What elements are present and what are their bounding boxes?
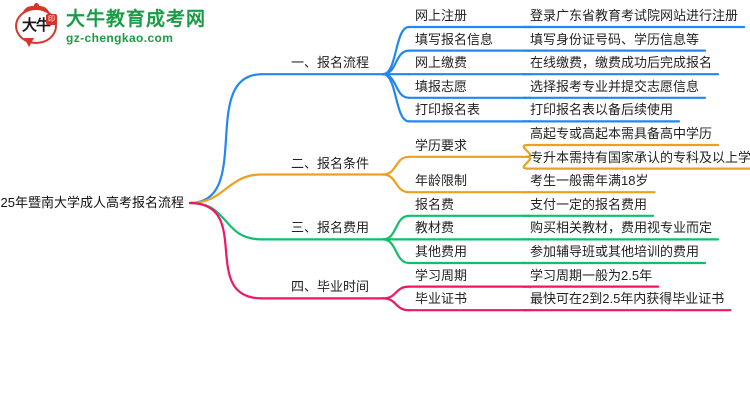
connector-path xyxy=(188,201,264,241)
node-level3[interactable]: 高起专或高起本需具备高中学历 xyxy=(530,126,713,141)
site-logo: 大牛 印 大牛教育成考网 gz-chengkao.com xyxy=(14,3,206,48)
logo-title: 大牛教育成考网 xyxy=(66,9,207,30)
node-level3[interactable]: 专升本需持有国家承认的专科及以上学历 xyxy=(530,149,750,165)
node-level3[interactable]: 选择报考专业并提交志愿信息 xyxy=(530,78,700,94)
logo-seal-icon: 印 xyxy=(46,14,57,25)
node-level2[interactable]: 其他费用 xyxy=(415,244,468,259)
connector-path xyxy=(188,73,264,205)
node-level3[interactable]: 参加辅导班或其他培训的费用 xyxy=(530,244,700,259)
connector-path xyxy=(381,238,411,265)
connector-path xyxy=(381,25,411,76)
connector-path xyxy=(381,73,411,99)
node-level3[interactable]: 登录广东省教育考试院网站进行注册 xyxy=(530,8,739,23)
node-level3[interactable]: 在线缴费，缴费成功后完成报名 xyxy=(530,55,713,71)
logo-wordmark: 大牛教育成考网 gz-chengkao.com xyxy=(66,9,206,45)
node-level3[interactable]: 打印报名表以备后续使用 xyxy=(530,102,674,118)
node-level2[interactable]: 毕业证书 xyxy=(415,291,468,307)
connector-path xyxy=(381,214,411,241)
node-level1[interactable]: 四、毕业时间 xyxy=(290,279,369,295)
node-level2[interactable]: 网上缴费 xyxy=(415,55,468,71)
node-level3[interactable]: 最快可在2到2.5年内获得毕业证书 xyxy=(530,291,725,307)
node-level2[interactable]: 填写报名信息 xyxy=(415,31,494,47)
connector-path xyxy=(381,73,411,123)
logo-cap-knob-shape xyxy=(34,3,39,8)
node-level3[interactable]: 填写身份证号码、学历信息等 xyxy=(530,31,700,47)
node-level2[interactable]: 网上注册 xyxy=(415,8,468,23)
node-level3[interactable]: 考生一般需年满18岁 xyxy=(530,173,649,189)
connector-path xyxy=(381,297,411,312)
node-level2[interactable]: 报名费 xyxy=(415,196,455,212)
connector-path xyxy=(381,173,411,194)
node-level3[interactable]: 购买相关教材，费用视专业而定 xyxy=(530,220,713,236)
node-level2[interactable]: 填报志愿 xyxy=(415,78,468,94)
logo-mark-icon: 大牛 印 xyxy=(14,3,60,48)
node-level2[interactable]: 年龄限制 xyxy=(415,173,468,189)
node-level1[interactable]: 一、报名流程 xyxy=(290,55,369,71)
connector-path xyxy=(381,155,411,176)
node-level1[interactable]: 三、报名费用 xyxy=(290,220,369,236)
logo-bubble-tail-shape xyxy=(24,38,34,47)
logo-mark-text: 大牛 xyxy=(21,17,51,34)
node-root[interactable]: 2025年暨南大学成人高考报名流程 xyxy=(0,195,184,210)
connector-path xyxy=(188,201,264,300)
logo-subtitle: gz-chengkao.com xyxy=(66,31,174,45)
node-level1[interactable]: 二、报名条件 xyxy=(290,155,369,171)
node-level2[interactable]: 学习周期 xyxy=(415,267,468,283)
node-level3[interactable]: 支付一定的报名费用 xyxy=(530,196,648,212)
connector-path xyxy=(381,49,411,76)
node-level2[interactable]: 打印报名表 xyxy=(415,102,481,118)
node-level3[interactable]: 学习周期一般为2.5年 xyxy=(530,267,653,283)
connector-path xyxy=(381,285,411,300)
node-level2[interactable]: 学历要求 xyxy=(415,137,468,153)
connector-path xyxy=(188,173,264,205)
node-level2[interactable]: 教材费 xyxy=(415,220,455,236)
